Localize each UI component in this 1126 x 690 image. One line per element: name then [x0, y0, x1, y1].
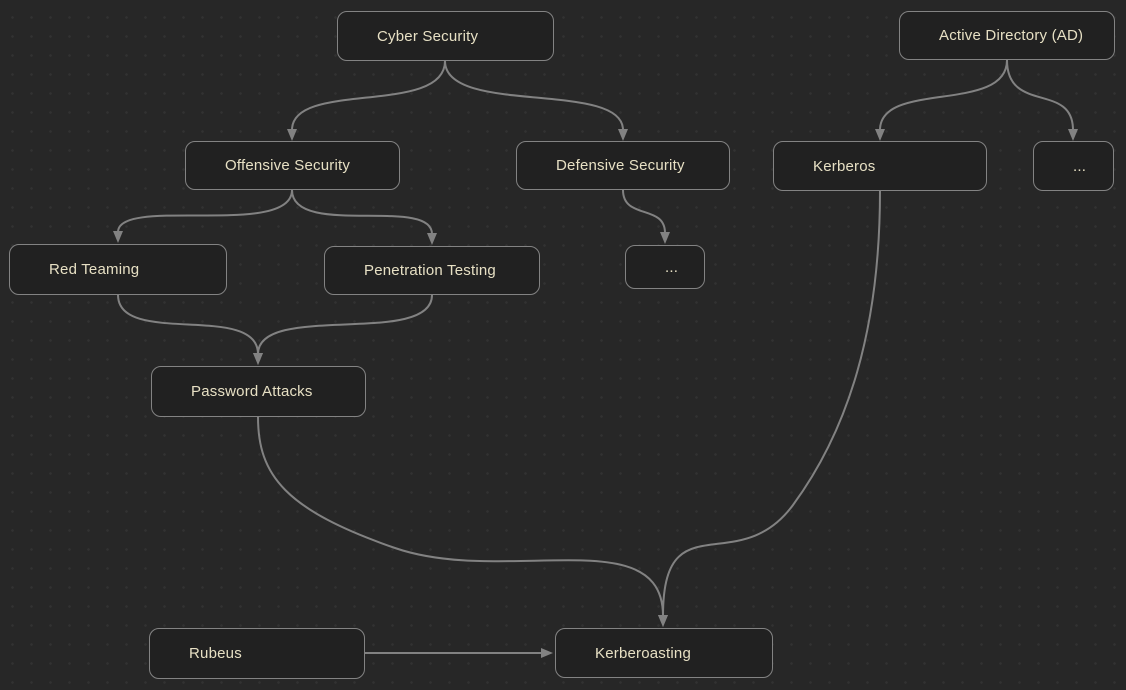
edge-password-attacks-to-kerberoasting	[257, 416, 668, 627]
node-label-kerberoasting: Kerberoasting	[595, 644, 691, 662]
node-penetration-testing[interactable]: Penetration Testing	[324, 246, 540, 295]
node-label-password-attacks: Password Attacks	[191, 383, 313, 400]
node-active-directory-more[interactable]: ...	[1033, 141, 1114, 191]
node-kerberoasting[interactable]: Kerberoasting	[555, 628, 773, 678]
edge-red-teaming-to-password-attacks	[117, 294, 263, 365]
node-label-offensive-security: Offensive Security	[225, 157, 351, 174]
node-active-directory[interactable]: Active Directory (AD)	[899, 11, 1115, 60]
node-label-kerberos: Kerberos	[813, 157, 876, 175]
edge-active-directory-to-active-directory-more	[1006, 59, 1078, 141]
edge-kerberos-to-kerberoasting	[658, 190, 881, 627]
edge-cyber-security-to-defensive-security	[444, 60, 628, 141]
node-red-teaming[interactable]: Red Teaming	[9, 244, 227, 295]
node-label-active-directory-more: ...	[1073, 157, 1087, 175]
edge-cyber-security-to-offensive-security	[287, 60, 446, 141]
node-label-penetration-testing: Penetration Testing	[364, 262, 496, 279]
node-cyber-security[interactable]: Cyber Security	[337, 11, 554, 61]
edge-offensive-security-to-red-teaming	[113, 189, 293, 243]
edge-active-directory-to-kerberos	[875, 59, 1008, 141]
node-label-defensive-security: Defensive Security	[556, 157, 685, 174]
edge-penetration-testing-to-password-attacks	[253, 294, 433, 365]
node-label-rubeus: Rubeus	[189, 645, 242, 662]
node-kerberos[interactable]: Kerberos	[773, 141, 987, 191]
node-label-active-directory: Active Directory (AD)	[939, 27, 1084, 44]
node-label-red-teaming: Red Teaming	[49, 261, 140, 278]
node-offensive-security[interactable]: Offensive Security	[185, 141, 400, 190]
node-label-defensive-security-more: ...	[665, 258, 679, 276]
edge-offensive-security-to-penetration-testing	[291, 189, 437, 245]
node-rubeus[interactable]: Rubeus	[149, 628, 365, 679]
node-defensive-security-more[interactable]: ...	[625, 245, 705, 289]
node-label-cyber-security: Cyber Security	[377, 27, 479, 45]
node-defensive-security[interactable]: Defensive Security	[516, 141, 730, 190]
node-password-attacks[interactable]: Password Attacks	[151, 366, 366, 417]
edge-defensive-security-to-defensive-security-more	[622, 189, 670, 244]
